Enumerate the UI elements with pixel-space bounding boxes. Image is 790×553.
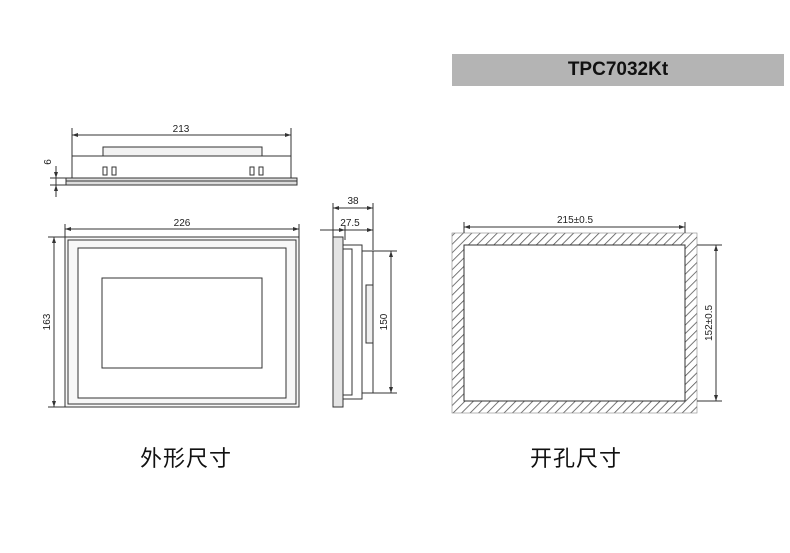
dim-label-cutout-width: 215±0.5 — [557, 215, 594, 226]
model-title: TPC7032Kt — [567, 59, 669, 80]
cutout-view — [451, 222, 722, 414]
side-view — [320, 203, 397, 408]
dim-label-front-width: 226 — [174, 218, 191, 229]
outline-dimensions-caption: 外形尺寸 — [140, 447, 233, 472]
top-view — [50, 128, 298, 197]
front-view — [48, 224, 300, 408]
dim-label-cutout-height: 152±0.5 — [704, 305, 715, 342]
dim-label-front-height: 163 — [42, 313, 53, 330]
cutout-dimensions-caption: 开孔尺寸 — [530, 447, 623, 472]
model-banner: TPC7032Kt — [452, 54, 784, 86]
dim-label-side-depth-total: 38 — [347, 196, 359, 207]
dim-label-side-depth-body: 27.5 — [340, 218, 360, 229]
dim-label-top-width: 213 — [173, 124, 190, 135]
dim-label-side-height: 150 — [379, 313, 390, 330]
dim-label-top-thickness: 6 — [43, 159, 54, 165]
